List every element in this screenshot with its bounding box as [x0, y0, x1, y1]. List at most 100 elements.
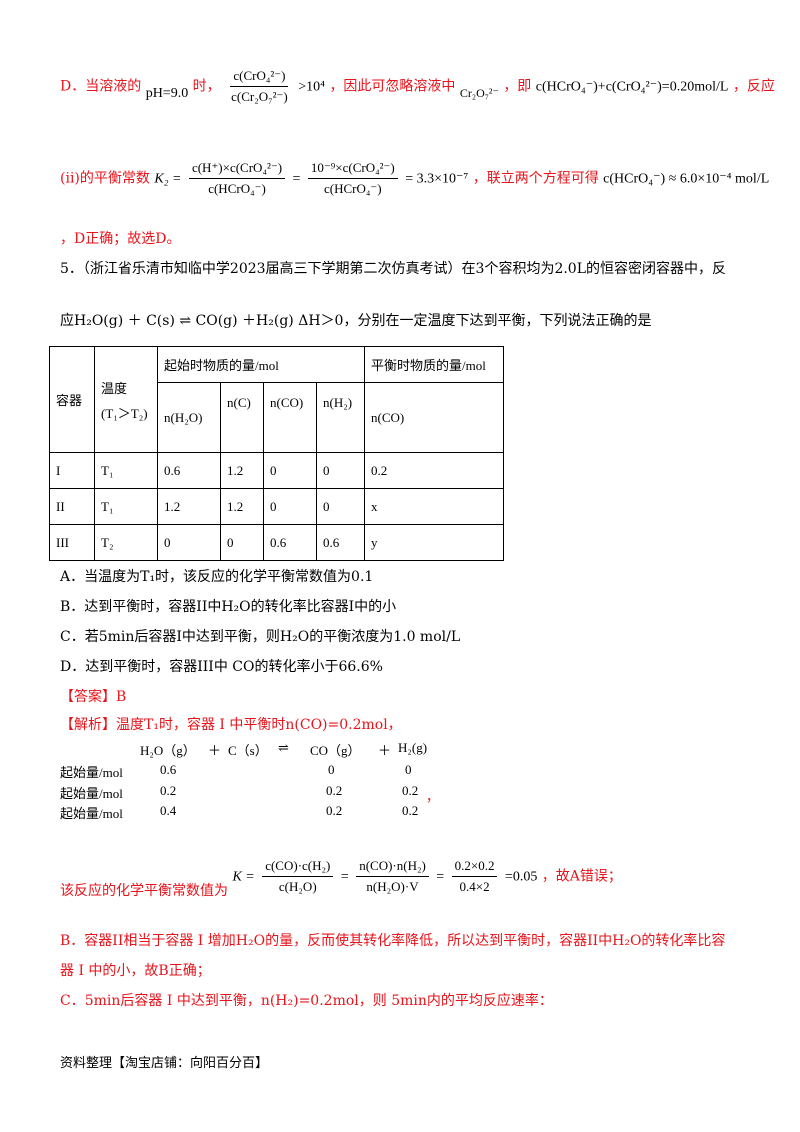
ice-header-equilibrium: ⇌ — [278, 740, 289, 755]
ice-header-co: CO（g） — [310, 743, 361, 758]
k2-f2-denominator: c(HCrO₄⁻) — [324, 181, 382, 196]
k2-result: = 3.3×10⁻⁷ — [405, 171, 469, 187]
k-fraction-1: c(CO)·c(H₂) c(H₂O) — [262, 858, 334, 895]
header-container: 容器 — [49, 346, 95, 453]
ice-header-h2o: H₂O（g） — [140, 743, 196, 758]
ph-value: pH=9.0 — [145, 85, 189, 101]
k-result: =0.05 — [504, 869, 538, 885]
part-d-fanying: ，反应 — [732, 78, 775, 95]
equals-sign: = — [292, 171, 301, 187]
k2-fraction-2: 10⁻⁹×c(CrO₄²⁻) c(HCrO₄⁻) — [307, 160, 398, 197]
ice-value: 0.2 — [326, 803, 343, 818]
header-start-amount: 起始时物质的量/mol — [157, 346, 365, 383]
table-cell: III — [49, 524, 95, 561]
header-n-h2: n(H₂) — [316, 382, 365, 453]
table-cell: I — [49, 452, 95, 489]
question5-line2: 应H₂O(g) ＋ C(s) ⇌ CO(g) ＋H₂(g) ΔH＞0，分别在一定… — [60, 313, 652, 329]
ratio-gt: >10⁴ — [298, 79, 325, 95]
table-cell: II — [49, 488, 95, 525]
ice-value: 0.2 — [402, 783, 419, 798]
part-d-ji: ，即 — [503, 78, 532, 95]
table-row: III T₂ 0 0 0.6 0.6 y — [49, 524, 504, 561]
option-a: A．当温度为T₁时，该反应的化学平衡常数值为0.1 — [60, 569, 374, 585]
header-equilibrium-amount: 平衡时物质的量/mol — [364, 346, 504, 383]
table-cell: 0 — [220, 524, 264, 561]
table-row: I T₁ 0.6 1.2 0 0 0.2 — [49, 452, 504, 489]
ice-value: 0.2 — [326, 783, 343, 798]
table-cell: y — [364, 524, 504, 561]
k-f2-denominator: n(H₂O)·V — [366, 879, 419, 894]
header-n-c: n(C) — [220, 382, 264, 453]
part-d2-lianli: ，联立两个方程可得 — [472, 170, 599, 187]
table-cell: 0.6 — [157, 452, 221, 489]
ice-row-label: 起始量/mol — [60, 786, 123, 801]
part-d-conclusion: ，D正确；故选D。 — [60, 231, 181, 247]
part-d-shi: 时， — [192, 78, 221, 95]
ice-header-h2: H₂(g) — [398, 740, 428, 755]
k-f3-numerator: 0.2×0.2 — [451, 858, 498, 877]
ice-comma: ， — [426, 789, 440, 804]
ice-value: 0.6 — [160, 762, 177, 777]
header-temperature-label: 温度 — [101, 380, 128, 396]
ratio-numerator: c(CrO₄²⁻) — [230, 68, 289, 87]
header-temperature: 温度 (T₁＞T₂) — [94, 346, 158, 453]
table-cell: 0 — [316, 488, 365, 525]
table-cell: 1.2 — [220, 452, 264, 489]
ice-value: 0 — [405, 762, 412, 777]
part-d2-prefix: (ii)的平衡常数 — [60, 170, 150, 187]
answer-value: B — [116, 689, 127, 705]
ice-header-c: C（s） — [228, 743, 268, 758]
hcro4-approx: c(HCrO₄⁻) ≈ 6.0×10⁻⁴ mol/L — [603, 171, 770, 187]
explanation-c-line: C．5min后容器 I 中达到平衡，n(H₂)=0.2mol，则 5min内的平… — [60, 993, 553, 1009]
table-cell: T₁ — [94, 452, 158, 489]
ratio-fraction: c(CrO₄²⁻) c(Cr₂O₇²⁻) — [228, 68, 291, 105]
cr2o7-ion: Cr₂O₇²⁻ — [459, 85, 499, 100]
k-f1-denominator: c(H₂O) — [278, 879, 317, 894]
ice-table: H₂O（g） ＋ C（s） ⇌ CO（g） ＋ H₂(g) 起始量/mol 0.… — [60, 740, 480, 821]
k-f1-numerator: c(CO)·c(H₂) — [262, 858, 334, 877]
table-cell: 0.2 — [364, 452, 504, 489]
k2-f1-denominator: c(HCrO₄⁻) — [208, 181, 266, 196]
ice-value: 0 — [328, 762, 335, 777]
data-table: 容器 温度 (T₁＞T₂) 起始时物质的量/mol 平衡时物质的量/mol n(… — [49, 346, 504, 561]
k2-f2-numerator: 10⁻⁹×c(CrO₄²⁻) — [307, 160, 398, 179]
table-cell: 0 — [263, 452, 317, 489]
header-n-co: n(CO) — [263, 382, 317, 453]
k-symbol: K = — [232, 869, 255, 885]
table-cell: 0.6 — [316, 524, 365, 561]
k-calc-prefix: 该反应的化学平衡常数值为 — [60, 882, 228, 899]
header-eq-n-co: n(CO) — [364, 382, 504, 453]
table-row: II T₁ 1.2 1.2 0 0 x — [49, 488, 504, 525]
header-temperature-note: (T₁＞T₂) — [101, 405, 148, 421]
k-fraction-2: n(CO)·n(H₂) n(H₂O)·V — [356, 858, 429, 895]
ice-value: 0.2 — [160, 783, 177, 798]
part-d-intro: D．当溶液的 — [60, 78, 142, 95]
option-b: B．达到平衡时，容器II中H₂O的转化率比容器I中的小 — [60, 599, 397, 615]
ice-row-label: 起始量/mol — [60, 806, 123, 821]
analysis-line: 【解析】温度T₁时，容器 I 中平衡时n(CO)=0.2mol， — [60, 714, 402, 734]
k2-fraction-1: c(H⁺)×c(CrO₄²⁻) c(HCrO₄⁻) — [188, 160, 286, 197]
explanation-b-line2: 器 I 中的小，故B正确； — [60, 963, 211, 979]
part-d-line1: D．当溶液的 pH=9.0 时， c(CrO₄²⁻) c(Cr₂O₇²⁻) >1… — [60, 68, 775, 105]
k2-f1-numerator: c(H⁺)×c(CrO₄²⁻) — [188, 160, 286, 179]
ice-header-plus2: ＋ — [378, 743, 392, 758]
option-c: C．若5min后容器I中达到平衡，则H₂O的平衡浓度为1.0 mol/L — [60, 629, 461, 645]
ice-header-plus1: ＋ — [208, 743, 222, 758]
table-cell: 1.2 — [220, 488, 264, 525]
equals-sign: = — [436, 869, 445, 885]
footer-note: 资料整理【淘宝店铺：向阳百分百】 — [60, 1056, 269, 1071]
table-cell: 0.6 — [263, 524, 317, 561]
header-n-h2o: n(H₂O) — [157, 382, 221, 453]
k-fraction-3: 0.2×0.2 0.4×2 — [451, 858, 498, 895]
table-cell: T₂ — [94, 524, 158, 561]
k-calc-suffix: ，故A错误； — [541, 868, 622, 885]
option-d: D．达到平衡时，容器III中 CO的转化率小于66.6% — [60, 659, 383, 675]
k2-symbol: K₂ = — [154, 171, 182, 187]
ice-value: 0.2 — [402, 803, 419, 818]
part-d-neglect: ，因此可忽略溶液中 — [329, 78, 456, 95]
sum-equation: c(HCrO₄⁻)+c(CrO₄²⁻)=0.20mol/L — [535, 79, 729, 95]
k-calculation-line: 该反应的化学平衡常数值为 K = c(CO)·c(H₂) c(H₂O) = n(… — [60, 858, 622, 899]
answer-label: 【答案】 — [60, 689, 116, 705]
answer-line: 【答案】B — [60, 686, 126, 706]
table-cell: T₁ — [94, 488, 158, 525]
